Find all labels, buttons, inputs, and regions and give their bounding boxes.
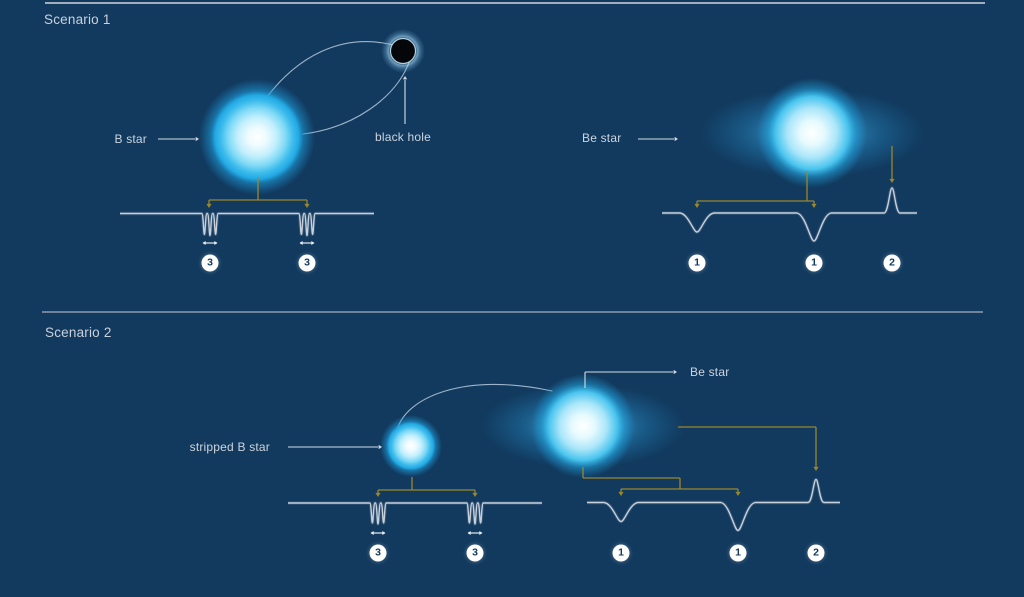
spectrum-s2-left xyxy=(288,502,542,525)
scenario-2-title: Scenario 2 xyxy=(45,325,112,340)
s1-left-bracket-arrow-icon xyxy=(206,203,212,208)
spectrum-s1-right-glow xyxy=(662,186,917,243)
marker-badge-1: 1 xyxy=(612,544,630,561)
spectrum-s1-left xyxy=(120,212,374,237)
spectrum-s1-left-glow xyxy=(120,211,374,238)
be-star-label-s2: Be star xyxy=(690,365,730,379)
width-arrow-icon xyxy=(202,241,206,245)
s2-right-bracket xyxy=(582,467,739,492)
width-arrow-icon xyxy=(311,241,315,245)
s2-left-bracket-arrow-icon xyxy=(472,492,478,497)
s1-left-bracket xyxy=(208,177,308,204)
be-star-label-s1: Be star xyxy=(582,131,622,145)
s2-emission-arrow-arrow-icon xyxy=(813,466,819,471)
s2-left-bracket xyxy=(377,477,476,493)
width-arrow-icon xyxy=(467,531,471,535)
b-star-pointer-arrow-icon xyxy=(195,136,199,142)
marker-badge-3: 3 xyxy=(201,254,219,271)
s1-right-bracket-arrow-icon xyxy=(811,203,817,208)
marker-badge-3: 3 xyxy=(466,544,484,561)
spectrum-s2-left-glow xyxy=(288,501,542,526)
s1-emission-arrow-arrow-icon xyxy=(889,178,895,183)
be-star-s2-core xyxy=(531,374,635,478)
black-hole-label: black hole xyxy=(374,130,432,144)
marker-badge-2: 2 xyxy=(883,254,901,271)
be-star-pointer-s2 xyxy=(584,371,673,388)
s1-right-bracket xyxy=(696,171,815,204)
stripped-b-star-pointer-arrow-icon xyxy=(378,444,382,450)
be-star-s1-core xyxy=(757,78,867,188)
black-hole-pointer-arrow-icon xyxy=(402,76,408,80)
b-star-label: B star xyxy=(114,132,147,146)
be-star-pointer-s2-arrow-icon xyxy=(673,369,677,375)
stripped-b-star-label: stripped B star xyxy=(189,440,270,454)
spectrum-s2-right-glow xyxy=(587,477,840,533)
marker-badge-1: 1 xyxy=(688,254,706,271)
s2-right-bracket-arrow-icon xyxy=(735,491,741,496)
spectrum-s1-right xyxy=(662,187,917,242)
marker-badge-1: 1 xyxy=(805,254,823,271)
b-star xyxy=(199,79,315,195)
black-hole-icon xyxy=(389,37,417,65)
marker-badge-3: 3 xyxy=(298,254,316,271)
width-arrow-icon xyxy=(214,241,218,245)
s1-right-bracket-arrow-icon xyxy=(694,203,700,208)
be-star-pointer-s1-arrow-icon xyxy=(674,136,678,142)
stripped-b-star xyxy=(380,415,442,477)
marker-badge-2: 2 xyxy=(807,544,825,561)
s2-emission-arrow xyxy=(678,426,817,467)
marker-badge-1: 1 xyxy=(729,544,747,561)
width-arrow-icon xyxy=(370,531,374,535)
s1-left-bracket-arrow-icon xyxy=(304,203,310,208)
s2-left-bracket-arrow-icon xyxy=(375,492,381,497)
marker-badge-3: 3 xyxy=(369,544,387,561)
width-arrow-icon xyxy=(299,241,303,245)
scenario-1-title: Scenario 1 xyxy=(44,12,111,27)
orbit-arc-lower xyxy=(302,59,411,135)
s2-right-bracket-arrow-icon xyxy=(618,491,624,496)
spectrum-s2-right xyxy=(587,478,840,532)
width-arrow-icon xyxy=(382,531,386,535)
width-arrow-icon xyxy=(479,531,483,535)
